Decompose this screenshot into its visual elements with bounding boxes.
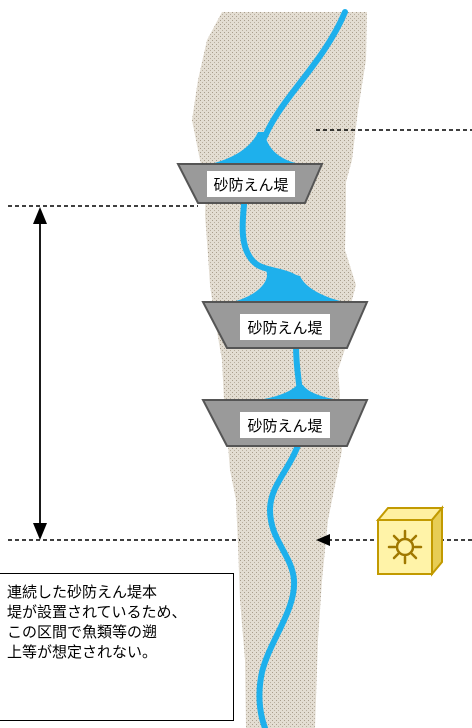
dam-label-bg bbox=[207, 171, 295, 197]
river-splash bbox=[258, 385, 340, 400]
gear-symbol bbox=[387, 529, 423, 565]
callout-line: 上等が想定されない。 bbox=[7, 643, 158, 661]
gear-box-icon bbox=[375, 505, 445, 577]
callout-line: 連続した砂防えん堤本 bbox=[7, 583, 158, 601]
dam-label: 砂防えん堤 bbox=[247, 417, 322, 435]
callout-box: 連続した砂防えん堤本 堤が設置されているため、 この区間で魚類等の遡 上等が想定… bbox=[0, 573, 234, 721]
cube-side bbox=[431, 505, 443, 577]
dam-label-bg bbox=[240, 412, 330, 438]
dam-label: 砂防えん堤 bbox=[247, 319, 322, 337]
sabo-dam: 砂防えん堤 bbox=[201, 301, 369, 349]
sabo-dam: 砂防えん堤 bbox=[201, 399, 369, 447]
range-arrowhead-bottom bbox=[33, 523, 47, 540]
callout-line: この区間で魚類等の遡 bbox=[7, 623, 158, 641]
dam-label: 砂防えん堤 bbox=[213, 176, 288, 194]
dam-label-bg bbox=[240, 314, 330, 340]
range-arrowhead-top bbox=[33, 207, 47, 224]
river-splash bbox=[232, 266, 345, 302]
cube-front bbox=[377, 519, 433, 575]
callout-line: 堤が設置されているため、 bbox=[7, 603, 187, 621]
sabo-dam: 砂防えん堤 bbox=[176, 163, 324, 204]
river-splash bbox=[210, 132, 300, 164]
leader-arrowhead bbox=[316, 534, 330, 546]
